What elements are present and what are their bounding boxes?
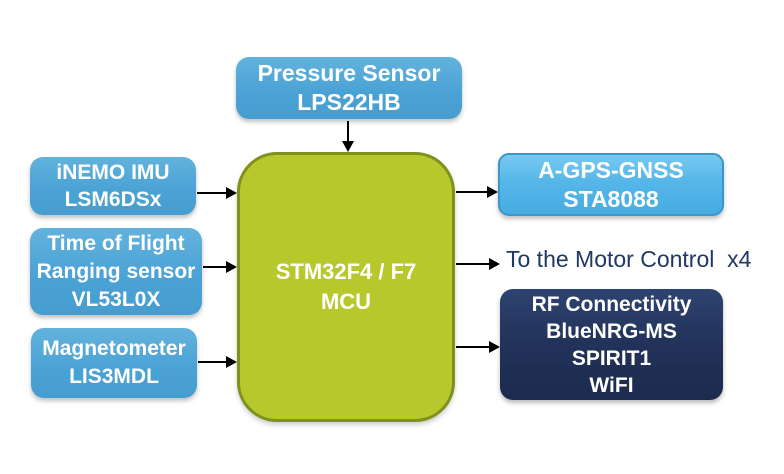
arrow-head-right-icon <box>226 356 237 368</box>
arrow-magnetometer-to-mcu <box>198 356 237 368</box>
motor-control-label: To the Motor Control x4 <box>506 246 752 272</box>
block-label-line: STA8088 <box>563 185 659 212</box>
arrow-head-right-icon <box>489 258 500 270</box>
block-time-of-flight-sensor: Time of Flight Ranging sensor VL53L0X <box>30 228 202 315</box>
arrow-shaft <box>456 346 491 348</box>
block-magnetometer: Magnetometer LIS3MDL <box>31 328 197 398</box>
arrow-head-right-icon <box>489 341 500 353</box>
block-label-line: Magnetometer <box>42 337 186 360</box>
block-label-line: Pressure Sensor <box>257 60 441 86</box>
arrow-shaft <box>456 263 491 265</box>
block-label-line: RF Connectivity <box>531 292 692 316</box>
arrow-shaft <box>197 192 228 194</box>
arrow-tof-to-mcu <box>203 261 237 273</box>
block-label-line: SPIRIT1 <box>571 346 652 370</box>
arrow-mcu-to-motor-control <box>456 258 500 270</box>
arrow-shaft <box>198 361 228 363</box>
block-label-line: STM32F4 / F7 <box>275 259 417 284</box>
block-label-line: Time of Flight <box>47 231 185 255</box>
block-stm32-mcu: STM32F4 / F7 MCU <box>237 152 455 422</box>
arrow-shaft <box>456 191 489 193</box>
block-label-line: MCU <box>320 289 372 314</box>
block-label-line: Ranging sensor <box>36 259 196 283</box>
block-label-line: LIS3MDL <box>69 365 159 388</box>
arrow-mcu-to-rf <box>456 341 500 353</box>
arrow-shaft <box>203 266 228 268</box>
block-label-line: LPS22HB <box>297 89 401 115</box>
arrow-mcu-to-gnss <box>456 186 498 198</box>
block-rf-connectivity: RF Connectivity BlueNRG-MS SPIRIT1 WiFI <box>500 289 723 400</box>
block-inemo-imu: iNEMO IMU LSM6DSx <box>30 157 196 215</box>
arrow-head-right-icon <box>226 187 237 199</box>
arrow-head-right-icon <box>487 186 498 198</box>
block-agps-gnss: A-GPS-GNSS STA8088 <box>498 153 724 216</box>
arrow-head-down-icon <box>342 141 354 152</box>
block-pressure-sensor: Pressure Sensor LPS22HB <box>236 57 462 119</box>
block-label-line: LSM6DSx <box>64 188 162 211</box>
block-label-line: iNEMO IMU <box>56 161 170 184</box>
arrow-imu-to-mcu <box>197 187 237 199</box>
block-label-line: VL53L0X <box>71 287 161 311</box>
arrow-shaft <box>347 121 349 143</box>
block-label-line: A-GPS-GNSS <box>538 156 684 183</box>
arrow-pressure-to-mcu <box>342 121 354 152</box>
block-label-line: WiFI <box>589 373 634 397</box>
block-label-line: BlueNRG-MS <box>546 319 677 343</box>
arrow-head-right-icon <box>226 261 237 273</box>
